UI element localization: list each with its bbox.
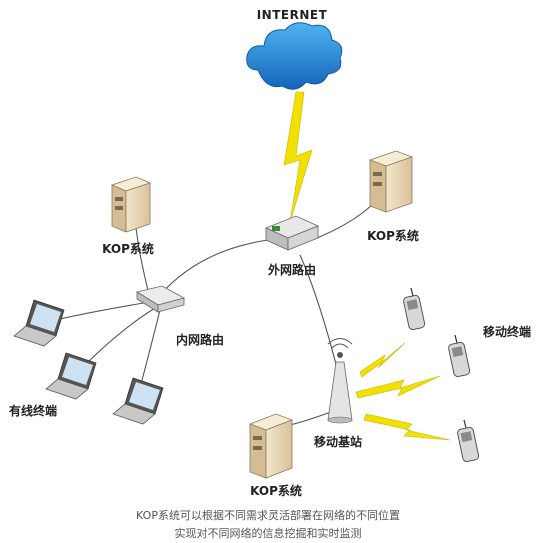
lightning-to-phone-3-icon: [363, 413, 451, 441]
external-router-icon: [264, 215, 320, 251]
external-router-label: 外网路由: [268, 262, 316, 277]
link-internal-laptop1: [54, 301, 151, 321]
link-internal-kop-left: [135, 227, 151, 299]
caption-line-2: 实现对不同网络的信息挖掘和实时监测: [174, 527, 362, 540]
internal-router-icon: [135, 285, 186, 313]
mobile-phone-icon-2: [448, 334, 471, 377]
internet-label: INTERNET: [257, 8, 328, 22]
wired-terminals-label: 有线终端: [9, 403, 57, 418]
kop-server-bottom-icon: [248, 413, 294, 479]
lightning-bolt-icon: [283, 91, 313, 223]
base-station-label: 移动基站: [314, 434, 362, 449]
connection-lines: [54, 204, 373, 426]
link-internal-laptop3: [139, 309, 161, 389]
mobile-terminals-label: 移动终端: [483, 324, 531, 339]
internal-router-label: 内网路由: [176, 332, 224, 347]
internet-cloud-icon: [246, 22, 343, 90]
base-station-antenna-icon: [327, 338, 353, 424]
link-external-internal: [159, 239, 269, 296]
kop-server-top-left-icon: [110, 176, 152, 233]
kop-server-top-right-icon: [368, 150, 414, 213]
laptop-icon-1: [13, 299, 65, 347]
caption-line-1: KOP系统可以根据不同需求灵活部署在网络的不同位置: [136, 509, 400, 522]
mobile-phone-icon-1: [403, 287, 426, 330]
link-external-kop-right: [311, 204, 373, 241]
lightning-to-phone-1-icon: [359, 342, 406, 378]
kop-label-top-right: KOP系统: [367, 228, 419, 243]
laptop-icon-2: [45, 352, 97, 400]
mobile-phone-icon-3: [457, 419, 480, 462]
kop-label-bottom: KOP系统: [250, 483, 302, 498]
kop-label-top-left: KOP系统: [102, 241, 154, 256]
laptop-icon-3: [112, 377, 164, 425]
lightning-to-phone-2-icon: [355, 375, 441, 399]
link-internal-laptop2: [84, 307, 156, 366]
